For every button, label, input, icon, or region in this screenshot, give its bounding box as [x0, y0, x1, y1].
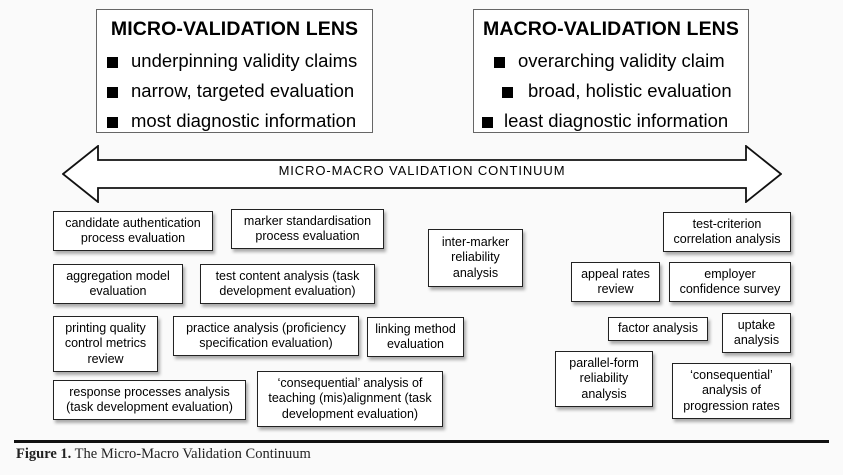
test-content-analysis-box: test content analysis (task development … [200, 264, 375, 304]
square-bullet-icon [502, 87, 513, 98]
aggregation-model-box: aggregation model evaluation [53, 264, 183, 304]
micro-lens-item-text: most diagnostic information [131, 110, 357, 131]
appeal-rates-box: appeal rates review [571, 262, 660, 302]
macro-lens-item: least diagnostic information [474, 107, 748, 137]
parallel-form-reliability-box: parallel-form reliability analysis [555, 351, 653, 407]
micro-lens-item-text: narrow, targeted evaluation [131, 80, 355, 101]
caption-label: Figure 1. [16, 446, 72, 462]
micro-validation-lens-box: MICRO-VALIDATION LENS underpinning valid… [96, 9, 373, 133]
macro-lens-item: overarching validity claim [474, 47, 748, 77]
macro-lens-title: MACRO-VALIDATION LENS [483, 18, 739, 40]
caption-rule [14, 440, 829, 443]
micro-lens-item: underpinning validity claims [97, 47, 372, 77]
caption-text: The Micro-Macro Validation Continuum [71, 446, 311, 462]
macro-lens-item: broad, holistic evaluation [474, 77, 748, 107]
candidate-authentication-box: candidate authentication process evaluat… [53, 211, 213, 251]
practice-analysis-box: practice analysis (proficiency specifica… [173, 316, 359, 356]
marker-standardisation-box: marker standardisation process evaluatio… [231, 209, 384, 249]
employer-confidence-box: employer confidence survey [669, 262, 791, 302]
micro-lens-item: most diagnostic information [97, 107, 372, 137]
macro-lens-item-text: least diagnostic information [504, 110, 729, 131]
macro-validation-lens-box: MACRO-VALIDATION LENS overarching validi… [473, 9, 749, 133]
figure-caption: Figure 1. The Micro-Macro Validation Con… [16, 446, 311, 463]
inter-marker-reliability-box: inter-marker reliability analysis [428, 229, 523, 287]
micro-lens-list: underpinning validity claims narrow, tar… [97, 47, 372, 137]
square-bullet-icon [494, 57, 505, 68]
macro-lens-item-text: broad, holistic evaluation [528, 80, 732, 101]
square-bullet-icon [107, 57, 118, 68]
response-processes-box: response processes analysis (task develo… [53, 380, 246, 420]
continuum-label: MICRO-MACRO VALIDATION CONTINUUM [278, 163, 566, 178]
consequential-progression-box: ‘consequential’ analysis of progression … [672, 363, 791, 419]
factor-analysis-box: factor analysis [608, 317, 708, 341]
macro-lens-list: overarching validity claim broad, holist… [474, 47, 748, 137]
double-headed-arrow-icon [62, 145, 782, 203]
test-criterion-box: test-criterion correlation analysis [663, 212, 791, 252]
consequential-teaching-box: ‘consequential’ analysis of teaching (mi… [257, 371, 443, 427]
uptake-analysis-box: uptake analysis [722, 313, 791, 353]
micro-lens-title: MICRO-VALIDATION LENS [110, 18, 359, 40]
square-bullet-icon [107, 87, 118, 98]
printing-quality-box: printing quality control metrics review [53, 316, 158, 372]
micro-lens-item-text: underpinning validity claims [131, 50, 358, 71]
macro-lens-item-text: overarching validity claim [518, 50, 725, 71]
square-bullet-icon [482, 117, 493, 128]
linking-method-box: linking method evaluation [367, 317, 464, 357]
square-bullet-icon [107, 117, 118, 128]
micro-lens-item: narrow, targeted evaluation [97, 77, 372, 107]
